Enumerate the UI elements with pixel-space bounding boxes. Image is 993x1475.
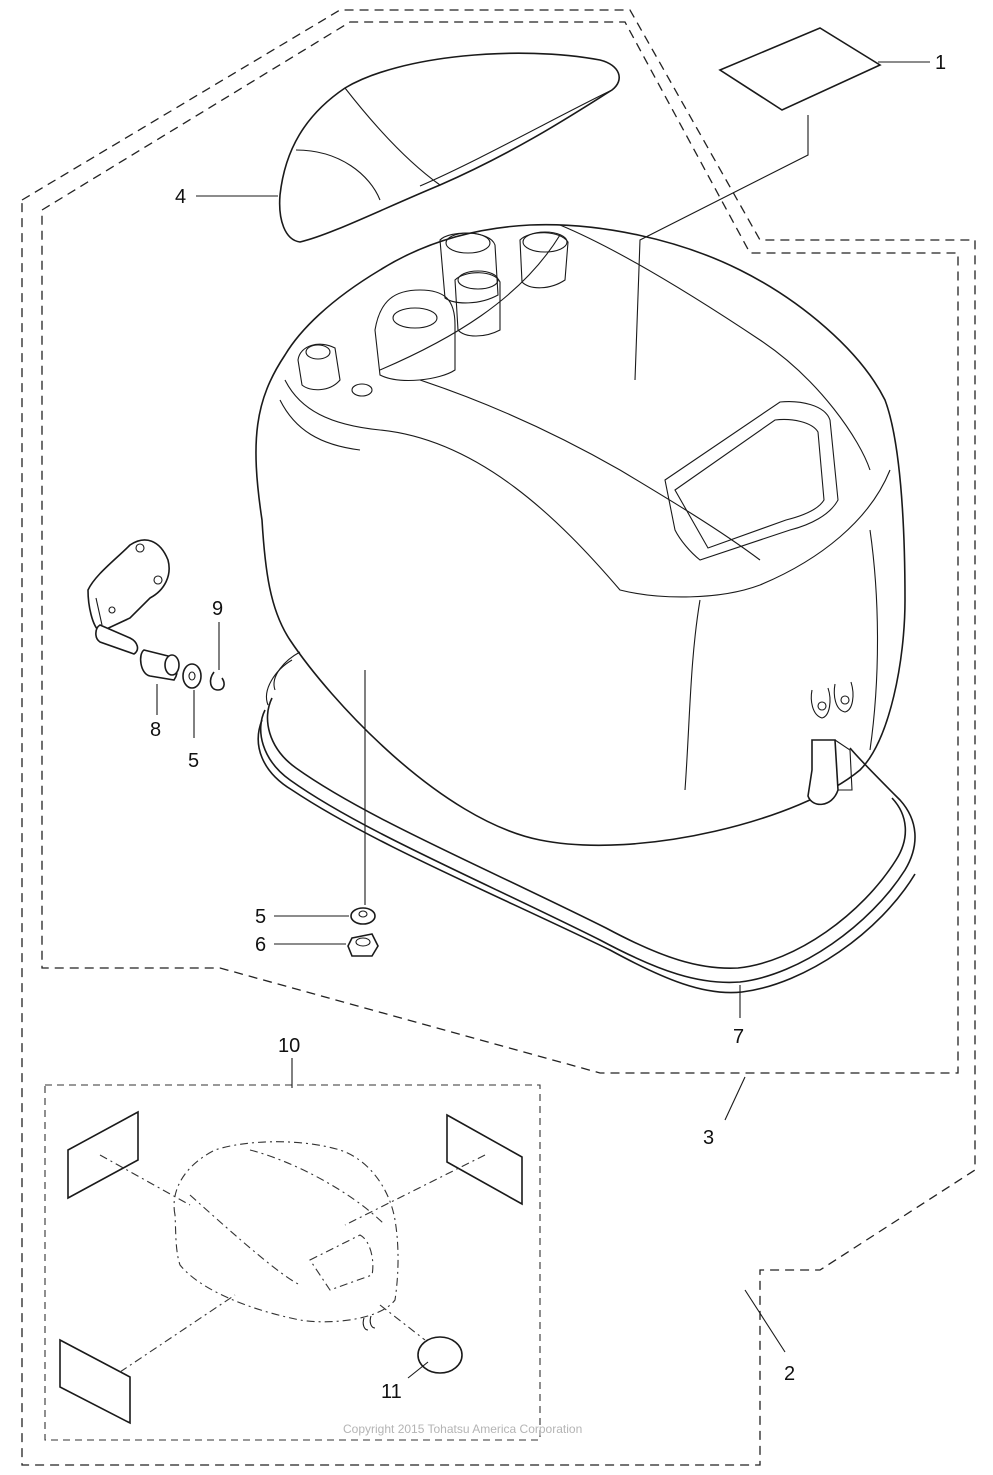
callout-3: 3: [703, 1127, 714, 1149]
callout-2: 2: [784, 1363, 795, 1385]
callout-10: 10: [278, 1035, 300, 1057]
leader-11: [407, 1361, 429, 1379]
cover-logo: [810, 681, 854, 719]
top-cover-part-4: [278, 52, 620, 243]
decal-connector-3: [119, 1294, 236, 1373]
callout-6: 6: [255, 934, 266, 956]
callout-8: 8: [150, 719, 161, 741]
decal-kit-boundary: [44, 1084, 541, 1441]
decal-connector-4: [379, 1304, 426, 1341]
callout-11: 11: [381, 1381, 402, 1403]
decal-part-1: [718, 27, 882, 111]
nut-part-6: [347, 933, 379, 957]
leader-1-down: [634, 115, 809, 381]
assembly-3-boundary: [41, 21, 959, 1074]
seal-part-7: [257, 651, 916, 994]
assembly-2-boundary: [21, 9, 976, 1466]
callout-1: 1: [935, 52, 946, 74]
cover-vents: [297, 231, 569, 397]
callout-5a: 5: [188, 750, 199, 772]
washer-part-5-upper: [182, 663, 202, 689]
washer-part-5-lower: [350, 907, 376, 925]
emblem-part-11: [417, 1336, 463, 1374]
decal-sheet-right-upper: [446, 1113, 523, 1206]
callout-4: 4: [175, 186, 186, 208]
clip-part-9: [209, 671, 225, 691]
cover-latch-hook: [807, 739, 853, 806]
leader-2: [744, 1289, 786, 1353]
engine-cover-body: [255, 223, 906, 846]
leader-3: [724, 1076, 746, 1121]
decal-connector-2: [344, 1154, 486, 1226]
callout-5b: 5: [255, 906, 266, 928]
collar-part-8: [139, 649, 180, 681]
callout-9: 9: [212, 598, 223, 620]
decal-kit-cover-ghost: [173, 1141, 399, 1323]
decal-sheet-left-lower: [59, 1338, 131, 1425]
decal-kit-logo: [362, 1315, 376, 1331]
copyright-text: Copyright 2015 Tohatsu America Corporati…: [343, 1422, 582, 1436]
decal-sheet-left-upper: [67, 1110, 139, 1200]
decal-connector-1: [99, 1154, 191, 1206]
callout-7: 7: [733, 1026, 744, 1048]
bracket-assembly: [87, 539, 170, 655]
